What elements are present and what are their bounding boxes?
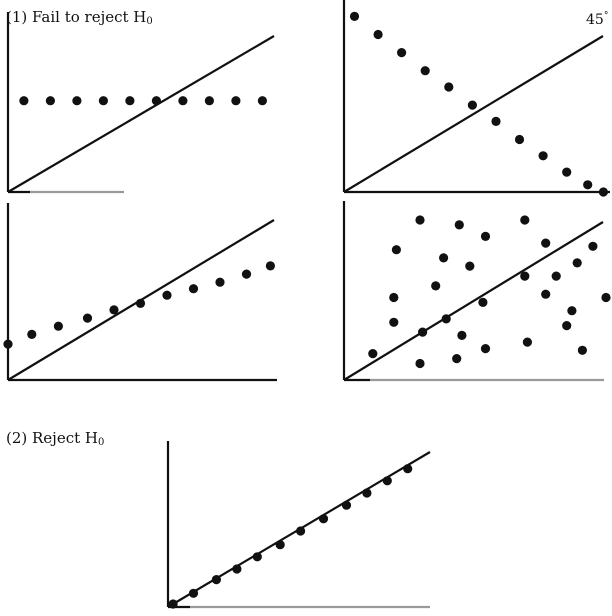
panel-reject-point bbox=[382, 476, 392, 486]
panel-shallow-point bbox=[135, 298, 146, 308]
panel-decreasing-point bbox=[514, 134, 525, 145]
panel-decreasing-point bbox=[397, 48, 407, 58]
panel-flat-point bbox=[178, 96, 188, 106]
panel-shallow-point bbox=[188, 284, 199, 294]
panel-shallow-point bbox=[241, 269, 252, 279]
panel-decreasing-45-degree-line bbox=[343, 35, 604, 193]
panel-scatter-point bbox=[457, 330, 467, 340]
panel-reject-point bbox=[296, 526, 306, 536]
panel-scatter-point bbox=[465, 261, 475, 271]
panel-reject-point bbox=[188, 588, 199, 598]
panel-scatter-point bbox=[577, 345, 588, 355]
panel-scatter-point bbox=[480, 231, 491, 241]
panel-decreasing-point bbox=[598, 187, 609, 197]
panel-flat-point bbox=[231, 96, 241, 106]
panel-decreasing-point bbox=[349, 11, 360, 21]
panel-decreasing-point bbox=[491, 116, 501, 126]
panel-scatter-point bbox=[520, 215, 530, 225]
panel-decreasing-point bbox=[538, 151, 548, 161]
panel-reject-point bbox=[275, 540, 285, 550]
panel-scatter-point bbox=[389, 292, 399, 303]
panel-shallow-point bbox=[27, 329, 37, 339]
panel-scatter-point bbox=[567, 306, 577, 316]
panel-shallow-point bbox=[265, 261, 275, 271]
panel-decreasing-point bbox=[444, 82, 454, 92]
panel-reject-point bbox=[168, 599, 178, 609]
panel-reject-point bbox=[362, 488, 372, 498]
panel-reject-point bbox=[403, 464, 413, 474]
panel-flat-point bbox=[204, 96, 214, 106]
panel-shallow-point bbox=[53, 321, 64, 331]
panel-scatter-point bbox=[454, 220, 464, 230]
panel-reject-point bbox=[232, 564, 242, 574]
panel-scatter-point bbox=[439, 253, 449, 263]
panel-shallow-point bbox=[3, 339, 13, 349]
panel-shallow-point bbox=[109, 305, 119, 315]
panel-decreasing-point bbox=[420, 66, 430, 76]
panel-scatter-point bbox=[478, 297, 488, 307]
panel-reject-point bbox=[318, 514, 329, 524]
panel-scatter-point bbox=[480, 344, 491, 354]
panel-scatter-point bbox=[431, 281, 441, 291]
panel-shallow-point bbox=[215, 277, 225, 287]
panel-scatter-point bbox=[452, 354, 462, 364]
panel-scatter-point bbox=[541, 238, 551, 248]
panel-scatter-45-degree-line bbox=[343, 221, 604, 381]
panel-decreasing-point bbox=[583, 180, 593, 190]
panel-scatter-point bbox=[541, 289, 551, 299]
panel-scatter-point bbox=[522, 337, 533, 347]
panel-flat-point bbox=[125, 96, 135, 106]
panel-reject-point bbox=[252, 552, 262, 562]
panel-scatter-point bbox=[441, 314, 451, 324]
panel-shallow-point bbox=[82, 313, 93, 323]
panel-decreasing-point bbox=[373, 29, 383, 40]
title-reject: (2) Reject H0 bbox=[6, 429, 105, 448]
panel-scatter-point bbox=[562, 321, 572, 331]
panel-flat-45-degree-line bbox=[7, 35, 275, 193]
angle-45-label: 45° bbox=[586, 11, 609, 28]
panel-scatter-point bbox=[588, 241, 598, 251]
panel-flat-point bbox=[19, 96, 29, 106]
panel-decreasing-point bbox=[467, 100, 477, 110]
panel-reject-point bbox=[341, 500, 352, 510]
panel-flat-point bbox=[45, 96, 56, 106]
panel-flat-point bbox=[72, 96, 82, 106]
panel-flat-point bbox=[257, 96, 267, 106]
panel-flat-point bbox=[151, 96, 161, 106]
panel-scatter-point bbox=[415, 215, 425, 225]
panel-scatter-point bbox=[520, 271, 530, 281]
panel-scatter-point bbox=[601, 292, 611, 303]
panel-scatter-point bbox=[418, 327, 428, 337]
panel-scatter-point bbox=[415, 358, 425, 369]
panel-scatter-point bbox=[551, 271, 561, 281]
panel-scatter-point bbox=[391, 245, 401, 255]
panel-shallow-point bbox=[162, 290, 172, 300]
title-fail-to-reject: (1) Fail to reject H0 bbox=[6, 8, 153, 27]
panel-scatter-point bbox=[572, 258, 582, 268]
panel-reject-point bbox=[211, 575, 221, 585]
panel-scatter-point bbox=[389, 317, 399, 327]
panel-decreasing-point bbox=[562, 167, 572, 177]
panel-flat-point bbox=[98, 96, 108, 106]
panel-scatter-point bbox=[368, 349, 378, 359]
